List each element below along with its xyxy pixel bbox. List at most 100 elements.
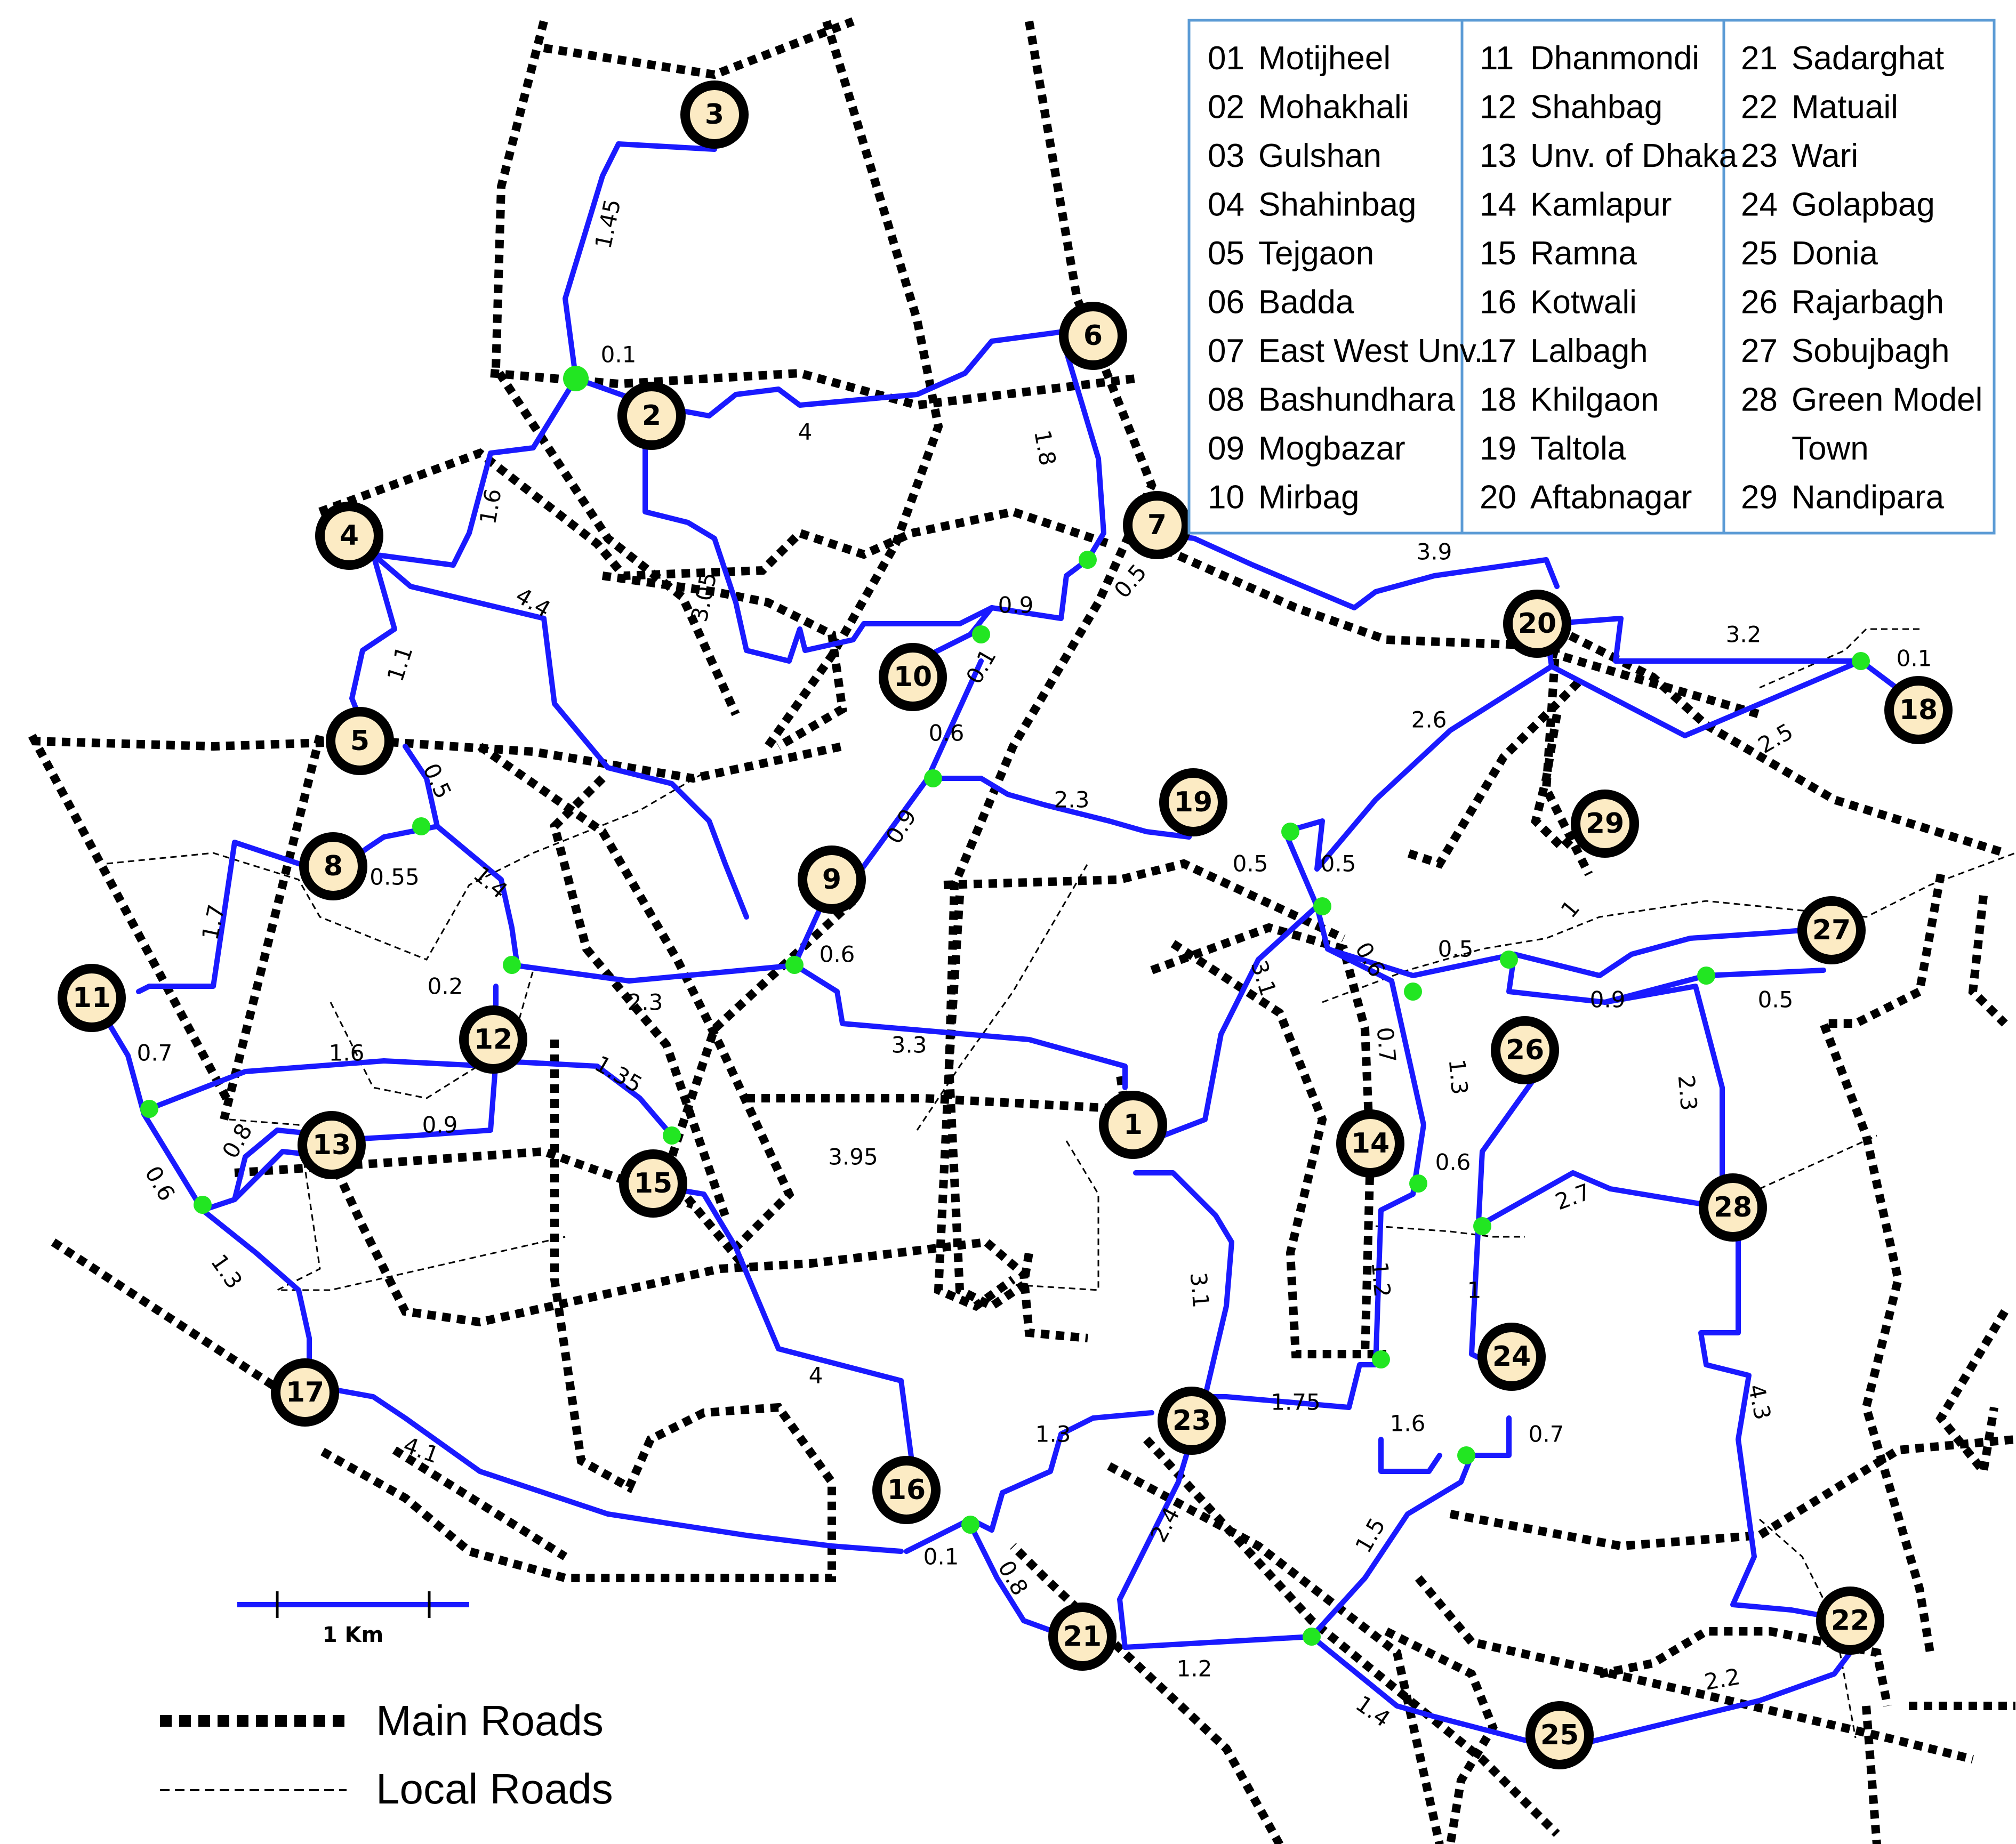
legend-code: 15 — [1480, 235, 1516, 272]
node-25[interactable]: 25 — [1525, 1701, 1594, 1769]
legend-code: 19 — [1480, 430, 1516, 467]
distance-label: 1.6 — [329, 1040, 365, 1066]
node-29[interactable]: 29 — [1571, 790, 1639, 858]
node-11[interactable]: 11 — [58, 964, 126, 1032]
node-2[interactable]: 2 — [617, 382, 686, 450]
legend-name: Dhanmondi — [1530, 40, 1699, 77]
legend-name: Shahbag — [1530, 89, 1662, 126]
distance-label: 1 — [1467, 1277, 1482, 1303]
distance-label: 0.7 — [137, 1040, 173, 1066]
legend-name: Shahinbag — [1258, 187, 1417, 223]
distance-label: 0.9 — [422, 1112, 458, 1138]
node-label: 28 — [1714, 1191, 1752, 1223]
distance-label: 0.7 — [1372, 1026, 1401, 1064]
legend-name: East West Unv. — [1258, 333, 1483, 369]
distance-label: 3.2 — [1726, 622, 1762, 648]
node-27[interactable]: 27 — [1797, 896, 1866, 964]
node-label: 3 — [705, 99, 724, 131]
legend-code: 18 — [1480, 382, 1516, 418]
node-22[interactable]: 22 — [1816, 1587, 1884, 1655]
legend-name: Aftabnagar — [1530, 479, 1692, 516]
legend-name: Bashundhara — [1258, 382, 1455, 418]
node-16[interactable]: 16 — [872, 1456, 941, 1524]
node-19[interactable]: 19 — [1159, 768, 1227, 836]
node-4[interactable]: 4 — [315, 502, 383, 570]
distance-label: 1.35 — [590, 1050, 646, 1098]
node-label: 10 — [894, 661, 932, 693]
node-9[interactable]: 9 — [798, 845, 866, 914]
node-5[interactable]: 5 — [326, 707, 394, 775]
distance-label: 3.05 — [686, 570, 721, 624]
junction-point — [961, 1516, 979, 1534]
distance-label: 1 — [1556, 895, 1585, 923]
node-label: 13 — [312, 1129, 351, 1161]
node-21[interactable]: 21 — [1048, 1603, 1117, 1671]
distance-label: 1.75 — [1271, 1389, 1321, 1415]
legend-name: Wari — [1792, 138, 1858, 174]
legend-name: Green Model — [1792, 382, 1982, 418]
node-28[interactable]: 28 — [1699, 1173, 1767, 1242]
distance-label: 0.1 — [601, 342, 637, 368]
distance-label: 0.6 — [820, 941, 855, 968]
node-6[interactable]: 6 — [1059, 302, 1127, 370]
legend-name: Mogbazar — [1258, 430, 1405, 467]
legend-name: Tejgaon — [1258, 235, 1374, 272]
distance-label: 0.5 — [1758, 987, 1794, 1013]
legend-row: Town — [1792, 430, 1869, 467]
node-label: 8 — [324, 850, 343, 882]
node-12[interactable]: 12 — [459, 1005, 527, 1074]
distance-label: 2.6 — [1411, 707, 1447, 733]
junction-point — [412, 817, 430, 835]
legend-code: 22 — [1741, 89, 1778, 126]
scale-bar: 1 Km — [237, 1591, 469, 1647]
node-8[interactable]: 8 — [299, 832, 367, 900]
node-14[interactable]: 14 — [1336, 1109, 1404, 1178]
node-17[interactable]: 17 — [271, 1358, 339, 1427]
node-23[interactable]: 23 — [1158, 1387, 1226, 1455]
legend-code: 02 — [1208, 89, 1244, 126]
junction-point — [972, 625, 990, 643]
legend-name: Unv. of Dhaka — [1530, 138, 1738, 174]
legend-code: 11 — [1480, 40, 1514, 77]
node-label: 7 — [1147, 509, 1167, 541]
node-label: 22 — [1831, 1605, 1869, 1637]
node-18[interactable]: 18 — [1884, 676, 1953, 744]
node-label: 19 — [1174, 786, 1212, 818]
node-label: 29 — [1586, 808, 1624, 840]
legend-code: 29 — [1741, 479, 1778, 516]
legend-name: Golapbag — [1792, 187, 1935, 223]
node-1[interactable]: 1 — [1099, 1091, 1167, 1159]
node-13[interactable]: 13 — [298, 1111, 366, 1179]
node-3[interactable]: 3 — [680, 80, 749, 149]
node-26[interactable]: 26 — [1491, 1016, 1559, 1084]
distance-label: 0.7 — [1529, 1421, 1564, 1447]
distance-label: 0.9 — [998, 592, 1034, 618]
legend-name: Taltola — [1530, 430, 1626, 467]
junctions — [140, 366, 1870, 1646]
distance-label: 1.3 — [1035, 1421, 1071, 1447]
node-24[interactable]: 24 — [1477, 1323, 1546, 1391]
legend-code: 07 — [1208, 333, 1244, 369]
node-label: 23 — [1172, 1405, 1211, 1437]
legend-name: Motijheel — [1258, 40, 1391, 77]
legend-code: 23 — [1741, 138, 1778, 174]
node-7[interactable]: 7 — [1123, 491, 1191, 559]
node-20[interactable]: 20 — [1503, 590, 1571, 658]
node-15[interactable]: 15 — [619, 1149, 687, 1218]
scale-label: 1 Km — [323, 1623, 383, 1647]
legend-name: Badda — [1258, 284, 1354, 321]
node-10[interactable]: 10 — [879, 643, 947, 711]
legend-row: 19 Taltola — [1480, 430, 1626, 467]
